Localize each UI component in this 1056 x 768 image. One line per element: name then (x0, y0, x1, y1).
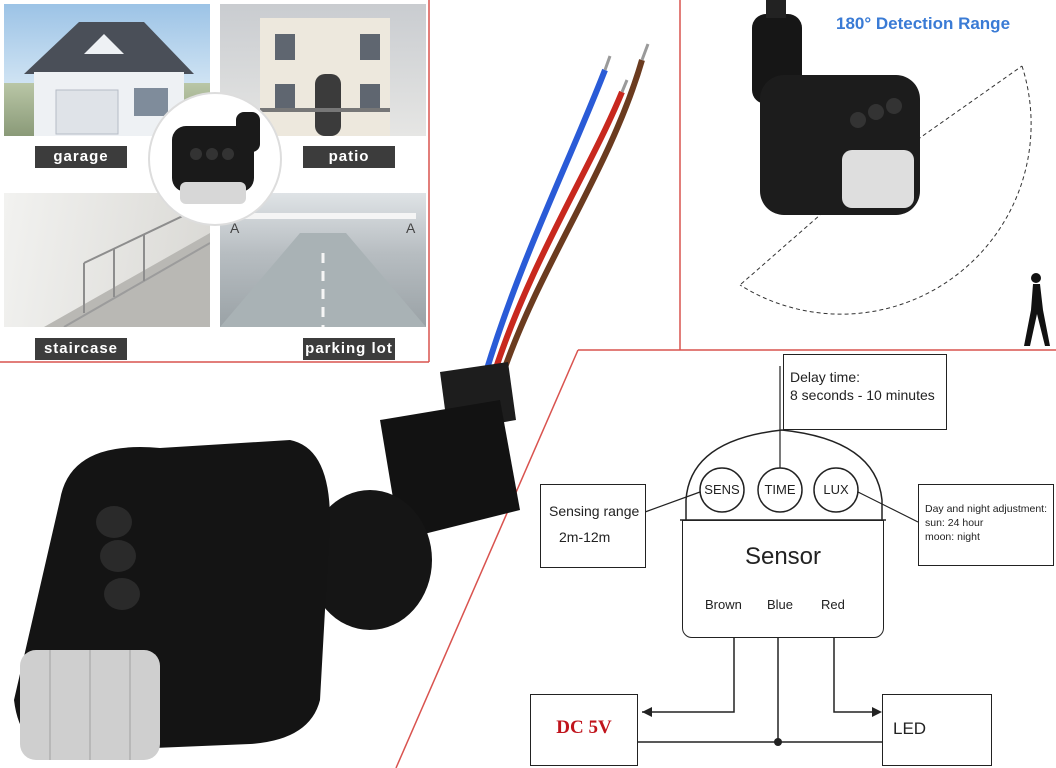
power-supply-label: DC 5V (556, 717, 612, 738)
staircase-photo (4, 193, 210, 327)
svg-text:A: A (230, 220, 240, 236)
blue-wire-label: Blue (767, 597, 794, 612)
patio-label: patio (303, 146, 395, 168)
moon-setting: moon: night (925, 531, 980, 543)
red-wire-label: Red (821, 597, 845, 612)
detection-range-title: 180° Detection Range (836, 14, 1011, 33)
lux-knob-label: LUX (823, 482, 849, 497)
day-night-title: Day and night adjustment: (925, 503, 1047, 515)
patio-photo (220, 4, 426, 136)
svg-text:A: A (406, 220, 416, 236)
light-bulb-icon (952, 706, 984, 760)
garage-label: garage (35, 146, 127, 168)
brown-wire-label: Brown (705, 597, 742, 612)
sensing-range-title: Sensing range (549, 503, 640, 519)
sun-setting: sun: 24 hour (925, 517, 984, 529)
day-night-box: Day and night adjustment: sun: 24 hour m… (918, 484, 1054, 566)
led-box: LED (882, 694, 992, 766)
sens-knob-label: SENS (704, 482, 740, 497)
staircase-label: staircase (35, 338, 127, 360)
delay-time-box: Delay time: 8 seconds - 10 minutes (783, 354, 947, 430)
parking-lot-label: parking lot (303, 338, 395, 360)
sensor-box: Sensor Brown Blue Red (682, 520, 884, 638)
led-label: LED (893, 719, 927, 738)
parking-lot-photo: A A (220, 193, 426, 327)
delay-time-title: Delay time: (790, 369, 861, 385)
sensing-range-box: Sensing range 2m-12m (540, 484, 646, 568)
sensor-title: Sensor (744, 543, 822, 570)
delay-time-range: 8 seconds - 10 minutes (790, 387, 935, 403)
sensor-inset-circle (148, 92, 282, 226)
sensing-range-value: 2m-12m (559, 529, 611, 545)
power-supply-box: DC 5V (530, 694, 638, 766)
time-knob-label: TIME (764, 482, 796, 497)
